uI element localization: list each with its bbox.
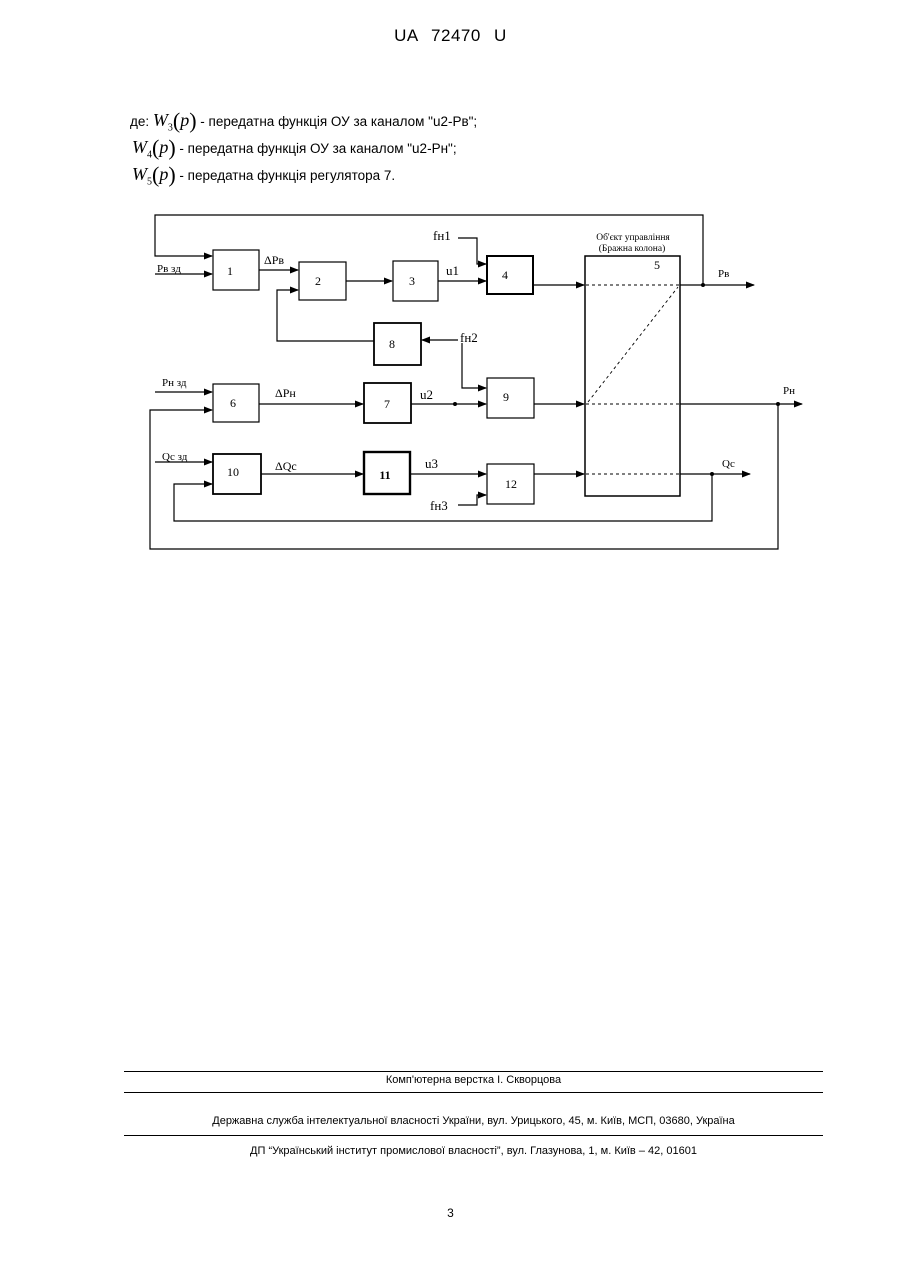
- block-3-label: 3: [409, 274, 415, 288]
- block-1: [213, 250, 259, 290]
- block-2-label: 2: [315, 274, 321, 288]
- signal-u3: u3: [425, 456, 438, 471]
- block-6: [213, 384, 259, 422]
- object-title-line2: (Бражна колона): [599, 243, 666, 254]
- footer-divider-2: [124, 1092, 823, 1093]
- control-block-diagram: 1 2 3 4 5 6 7 8 9 10 11 12 Об'єкт управл…: [0, 0, 901, 600]
- signal-u1: u1: [446, 263, 459, 278]
- block-11-label: 11: [379, 468, 390, 482]
- output-pn: Рн: [783, 385, 795, 397]
- signal-u2: u2: [420, 387, 433, 402]
- output-qc: Qс: [722, 458, 735, 470]
- footer-institute: ДП “Український інститут промислової вла…: [124, 1145, 823, 1157]
- footer-divider-1: [124, 1071, 823, 1072]
- block-7-label: 7: [384, 397, 390, 411]
- footer-agency: Державна служба інтелектуальної власност…: [124, 1115, 823, 1127]
- block-4: [487, 256, 533, 294]
- block-6-label: 6: [230, 396, 236, 410]
- footer-typesetter: Комп'ютерна верстка І. Скворцова: [124, 1074, 823, 1086]
- block-9: [487, 378, 534, 418]
- signal-dpv: ΔРв: [264, 253, 284, 267]
- signal-fn3: fн3: [430, 498, 448, 513]
- block-8: [374, 323, 421, 365]
- signal-dpn: ΔРн: [275, 386, 296, 400]
- block-4-label: 4: [502, 268, 508, 282]
- block-12-label: 12: [505, 477, 517, 491]
- input-pv-set: Рв зд: [157, 263, 181, 275]
- input-pn-set: Рн зд: [162, 377, 187, 389]
- footer-divider-3: [124, 1135, 823, 1136]
- block-8-label: 8: [389, 337, 395, 351]
- block-9-label: 9: [503, 390, 509, 404]
- output-pv: Рв: [718, 268, 729, 280]
- signal-fn1: fн1: [433, 228, 451, 243]
- block-5: [585, 256, 680, 496]
- signal-fn2: fн2: [460, 330, 478, 345]
- block-3: [393, 261, 438, 301]
- block-5-label: 5: [654, 258, 660, 272]
- object-title-line1: Об'єкт управління: [596, 232, 670, 243]
- block-10-label: 10: [227, 465, 239, 479]
- block-1-label: 1: [227, 264, 233, 278]
- block-2: [299, 262, 346, 300]
- input-qc-set: Qс зд: [162, 451, 188, 463]
- signal-dqc: ΔQс: [275, 459, 297, 473]
- page-number: 3: [0, 1206, 901, 1220]
